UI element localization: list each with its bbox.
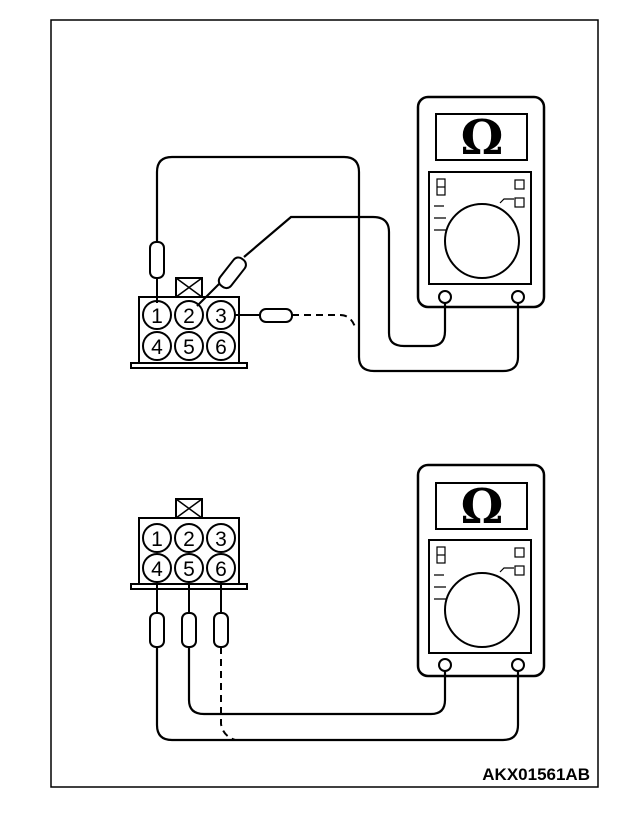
connector-flange (130, 362, 248, 369)
dial-tick-marks (434, 567, 514, 600)
bottom-test-setup: Ω 1 2 3 4 5 6 (130, 463, 546, 742)
probe-pin3-top (235, 308, 293, 323)
meter-terminal-ohm (511, 290, 525, 304)
pin-label: 5 (183, 336, 195, 359)
probe-pin5-bottom (181, 582, 197, 648)
pin-label: 2 (183, 305, 195, 328)
ohm-symbol: Ω (461, 110, 504, 166)
meter-display (435, 113, 528, 161)
meter-display (435, 482, 528, 530)
dial-tick-marks (434, 198, 514, 231)
probe-pin1-top (149, 241, 165, 303)
pin-label: 3 (215, 528, 227, 551)
meter-terminal-com (438, 290, 452, 304)
pin-label: 4 (151, 558, 163, 581)
meter-indicator-1 (514, 179, 525, 190)
test-lead-pin4-bottom (155, 647, 520, 742)
figure-border (50, 19, 599, 788)
multimeter-bottom: Ω (416, 463, 546, 678)
meter-terminal-com (438, 658, 452, 672)
meter-rotary-dial (444, 572, 520, 648)
figure-code-label: AKX01561AB (482, 765, 590, 784)
test-lead-pin6-bottom-dashed (220, 647, 236, 741)
pin-label: 4 (151, 336, 163, 359)
multimeter-top: Ω (416, 95, 546, 309)
ohm-symbol: Ω (461, 479, 504, 535)
probe-pin6-bottom (213, 582, 229, 648)
meter-rotary-dial (444, 203, 520, 279)
pin-label: 5 (183, 558, 195, 581)
pin-label: 1 (151, 528, 163, 551)
pin-label: 3 (215, 305, 227, 328)
meter-indicator-2 (514, 197, 525, 208)
test-lead-pin3-top-dashed (292, 314, 357, 331)
probe-pin2-top (196, 256, 247, 307)
probe-pin4-bottom (149, 582, 165, 648)
meter-indicator-1 (514, 547, 525, 558)
pin-label: 6 (215, 558, 227, 581)
meter-indicator-2 (514, 565, 525, 576)
connector-bottom: 1 2 3 4 5 6 (130, 498, 248, 590)
connector-top: 1 2 3 4 5 6 (130, 277, 248, 369)
test-lead-pin1-top (155, 155, 520, 373)
pin-label: 2 (183, 528, 195, 551)
test-lead-pin2-top (243, 215, 447, 348)
test-lead-pin5-bottom (187, 647, 447, 716)
meter-terminal-ohm (511, 658, 525, 672)
pin-label: 6 (215, 336, 227, 359)
top-test-setup: Ω 1 2 3 4 5 6 (130, 95, 546, 373)
pin-label: 1 (151, 305, 163, 328)
